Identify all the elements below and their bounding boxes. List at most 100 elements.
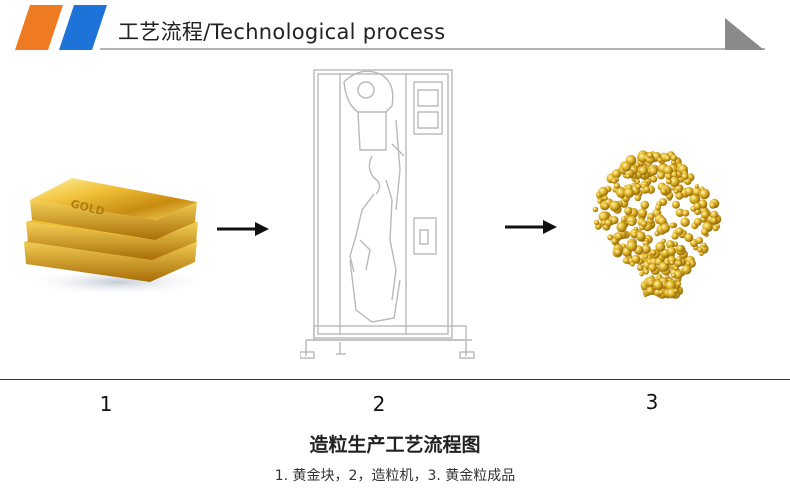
gold-granule [611,178,617,184]
gold-granule [657,157,663,163]
gold-granule [655,204,662,211]
step-number-2: 2 [372,392,386,416]
gold-granule [646,152,654,159]
diagram-caption-subtitle: 1. 黄金块，2，造粒机，3. 黄金粒成品 [274,468,516,484]
gold-granule [675,192,684,200]
gold-granule [610,216,619,225]
gold-granule [655,241,666,252]
gold-granule [626,240,638,252]
gold-granule [643,254,648,259]
gold-granule [675,208,685,217]
gold-granule [712,225,719,232]
gold-granule [682,209,690,217]
gold-granule [649,166,658,176]
gold-granule [693,217,702,226]
gold-granule [625,173,631,179]
gold-granule [661,238,666,244]
gold-granule [592,206,599,213]
gold-granule [643,186,650,193]
gold-granule [676,244,684,253]
gold-granule [665,178,672,185]
gold-granule [701,210,710,219]
gold-granule [639,271,644,277]
gold-granule [667,246,676,256]
gold-granule [640,220,648,228]
gold-granule [636,264,644,271]
gold-granule [613,182,620,189]
gold-granule [665,274,670,279]
gold-granule [680,217,690,227]
gold-granule [697,247,703,253]
gold-granule [670,154,678,162]
gold-granule [694,184,699,189]
gold-granule [671,171,678,178]
gold-granule [635,183,641,190]
gold-granule [684,186,694,197]
gold-granule [634,194,642,202]
gold-granule [649,249,657,256]
gold-granule [648,280,655,287]
gold-granule [641,244,651,254]
gold-granule [676,281,682,287]
gold-granule [624,206,633,215]
gold-granule [657,216,667,226]
gold-granule [710,217,718,224]
gold-granule [646,286,655,295]
gold-granule [684,233,694,242]
gold-granule [643,269,649,275]
gold-granule [676,260,682,266]
gold-granule [673,288,678,293]
gold-granule [671,232,679,240]
gold-granule [631,254,641,264]
arrow-right-icon [505,220,557,234]
gold-granule [664,155,671,162]
blue-parallelogram [59,5,107,50]
gold-granule [611,237,618,245]
gold-granule [621,161,632,172]
gold-granule [609,200,621,212]
gold-granule [689,193,701,205]
gold-granule [659,290,664,295]
gold-granule [693,202,702,211]
gold-granule [699,251,704,256]
gold-granule [616,187,627,198]
diagram-caption-title: 造粒生产工艺流程图 [309,434,481,456]
gold-granule [598,186,609,197]
gold-granule [607,234,614,241]
gold-granule [615,232,623,241]
gold-granule [631,232,638,238]
gold-granule [666,240,675,249]
gold-granule [648,263,657,272]
gold-granule [660,223,670,233]
gold-granule [637,208,648,218]
gold-granule [616,221,627,233]
gold-granule [657,171,665,180]
orange-parallelogram [15,5,63,50]
gold-granule [665,173,672,180]
gold-granule [709,201,717,209]
gold-granule [671,200,680,209]
arrow-right-icon [217,222,269,236]
granulation-machine-image [300,69,475,359]
step-number-1: 1 [99,392,113,416]
gold-granule [604,219,613,227]
gold-granule [681,264,692,275]
page-title: 工艺流程/Technological process [118,20,446,44]
gold-granule [673,270,683,280]
gold-granule [597,198,603,204]
gold-granule [647,212,655,220]
gold-granule [675,227,684,235]
gold-granule [635,179,640,184]
gold-granule [640,200,650,210]
gold-granule [620,216,627,223]
gold-bar-image: GOLD [22,178,207,296]
gold-granule [665,280,677,291]
gold-granule [629,221,635,226]
gold-granule [660,188,667,195]
gold-granule [681,172,689,180]
gold-granule [593,219,600,226]
gold-granule [669,260,675,266]
gold-granule [622,257,630,264]
gold-granule [663,165,673,176]
gold-granule [630,261,635,267]
